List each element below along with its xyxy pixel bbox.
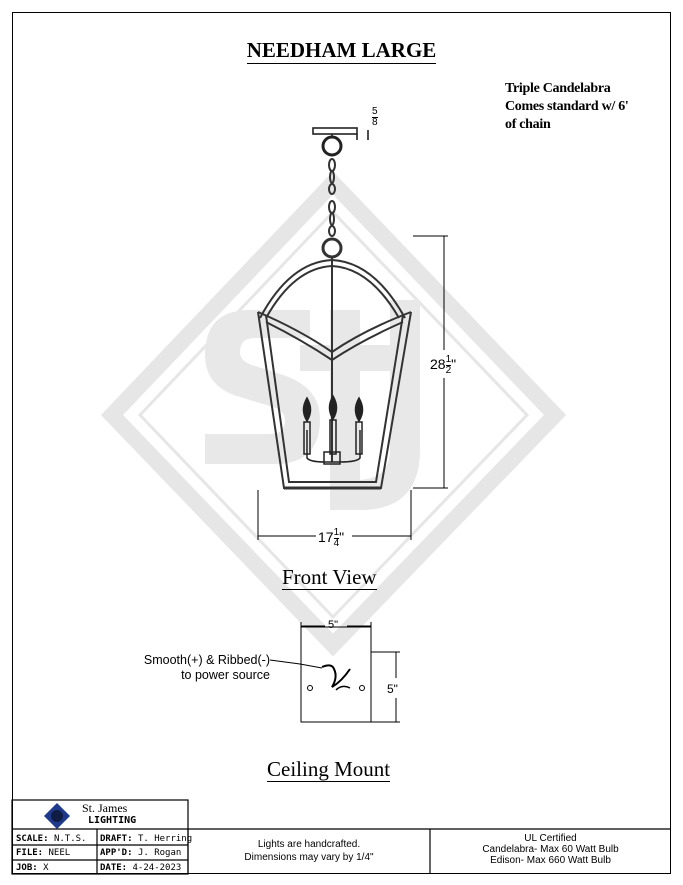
wire-note-line: to power source xyxy=(181,668,270,682)
company-logo xyxy=(44,803,70,829)
appd-field: APP'D: J. Rogan xyxy=(100,848,182,858)
top-dimension: 5 8 xyxy=(372,107,378,128)
wire-note-line: Smooth(+) & Ribbed(-) xyxy=(143,653,270,667)
ul-line: Edison- Max 660 Watt Bulb xyxy=(490,855,611,866)
dim-unit: " xyxy=(451,356,457,373)
lantern-frame xyxy=(257,257,412,490)
title-block xyxy=(11,799,671,875)
mount-width-dimension: 5" xyxy=(328,619,339,631)
scale-field: SCALE: N.T.S. xyxy=(16,834,87,844)
canopy xyxy=(312,127,369,157)
file-field: FILE: NEEL xyxy=(16,848,71,858)
chain xyxy=(321,158,343,259)
handcrafted-line: Lights are handcrafted. xyxy=(257,839,361,850)
draft-field: DRAFT: T. Herring xyxy=(100,834,193,844)
ul-certification: UL Certified Candelabra- Max 60 Watt Bul… xyxy=(430,833,671,866)
company-subtitle: LIGHTING xyxy=(88,815,137,826)
dim-whole: 17 xyxy=(318,529,334,546)
job-field: JOB: X xyxy=(16,863,49,873)
product-title: NEEDHAM LARGE xyxy=(246,38,437,64)
ceiling-mount-label: Ceiling Mount xyxy=(267,757,391,782)
spec-notes: Triple Candelabra Comes standard w/ 6' o… xyxy=(505,80,629,134)
dim-numerator: 1 xyxy=(333,527,340,539)
handcrafted-line: Dimensions may vary by 1/4" xyxy=(244,852,374,863)
company-name: St. James xyxy=(82,801,128,815)
date-field: DATE: 4-24-2023 xyxy=(100,863,182,873)
dim-numerator: 1 xyxy=(445,354,452,366)
candelabra xyxy=(302,394,364,465)
dim-denominator: 2 xyxy=(445,365,452,376)
handcrafted-note: Lights are handcrafted. Dimensions may v… xyxy=(188,838,430,864)
note-line: Triple Candelabra xyxy=(505,81,611,96)
watermark-logo xyxy=(100,171,567,657)
dim-whole: 28 xyxy=(430,356,446,373)
wire-note: Smooth(+) & Ribbed(-) to power source xyxy=(138,653,270,683)
dim-denominator: 4 xyxy=(333,538,340,549)
ul-line: UL Certified xyxy=(524,833,577,844)
front-view-label: Front View xyxy=(282,565,377,590)
note-line: of chain xyxy=(505,117,551,132)
drawing-border xyxy=(12,12,671,874)
mount-height-dimension: 5" xyxy=(387,682,398,696)
note-line: Comes standard w/ 6' xyxy=(505,99,629,114)
dim-unit: " xyxy=(339,529,345,546)
ul-line: Candelabra- Max 60 Watt Bulb xyxy=(482,844,619,855)
dimension-lines xyxy=(257,235,448,540)
ceiling-mount-plate xyxy=(269,622,400,723)
dim-numerator: 5 xyxy=(372,106,378,118)
dim-denominator: 8 xyxy=(372,117,378,128)
